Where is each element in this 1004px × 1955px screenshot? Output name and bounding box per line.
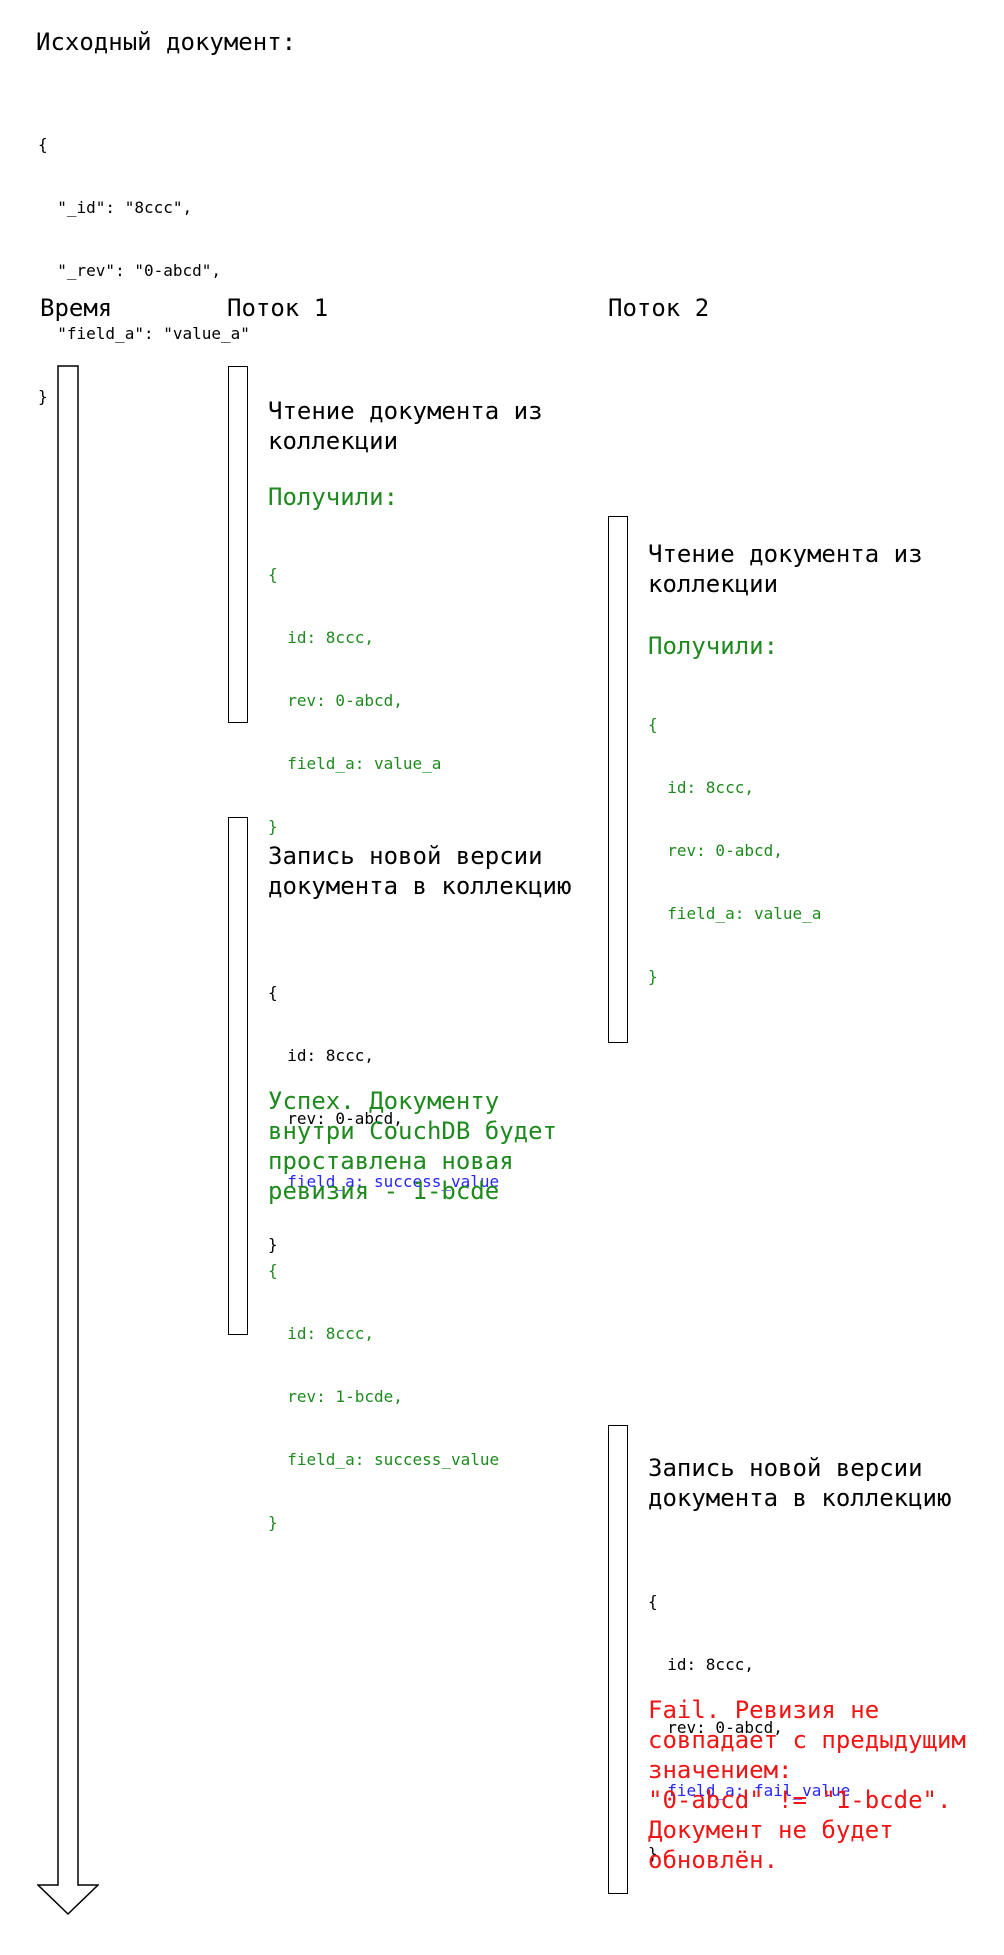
code-line: field_a: success_value [268,1450,500,1469]
code-line: } [38,387,48,406]
thread1-write-success-text: Успех. Документу внутри CouchDB будет пр… [268,1087,557,1205]
thread1-write-result-code: { id: 8ccc, rev: 1-bcde, field_a: succes… [268,1218,499,1575]
thread1-read-result-label: Получили: [268,483,399,511]
code-line: { [268,983,278,1002]
thread2-activation-bar-write [608,1425,628,1894]
code-line: rev: 0-abcd, [268,1109,403,1128]
thread2-read-result-label: Получили: [648,632,779,660]
code-line: { [38,135,48,154]
code-line: } [268,817,278,836]
code-line: id: 8ccc, [268,1046,374,1065]
code-line: field_a: value_a [648,904,822,923]
code-line: "_id": "8ccc", [38,198,193,217]
code-line: rev: 0-abcd, [648,1718,783,1737]
thread2-write-request-code: { id: 8ccc, rev: 0-abcd, field_a: fail_v… [648,1549,850,1906]
thread1-write-action-text: Запись новой версии документа в коллекци… [268,842,572,900]
code-line: { [648,715,658,734]
thread1-activation-bar-read [228,366,248,723]
thread1-read-action-text: Чтение документа из коллекции [268,397,543,455]
code-line-changed-field: field_a: fail_value [648,1781,851,1800]
thread2-read-action-text: Чтение документа из коллекции [648,540,923,598]
code-line: } [268,1513,278,1532]
thread1-activation-bar-write [228,817,248,1335]
code-line: } [268,1235,278,1254]
initial-document-code: { "_id": "8ccc", "_rev": "0-abcd", "fiel… [38,92,250,449]
code-line: rev: 1-bcde, [268,1387,403,1406]
code-line: "_rev": "0-abcd", [38,261,222,280]
thread1-label: Поток 1 [227,294,329,322]
code-line: id: 8ccc, [268,1324,374,1343]
code-line: { [268,1261,278,1280]
thread2-read-result-code: { id: 8ccc, rev: 0-abcd, field_a: value_… [648,672,821,1029]
thread2-activation-bar-read [608,516,628,1043]
code-line: } [648,967,658,986]
code-line: id: 8ccc, [268,628,374,647]
time-arrow [37,365,99,1916]
thread1-write-request-code: { id: 8ccc, rev: 0-abcd, field_a: succes… [268,940,499,1297]
code-line: "field_a": "value_a" [38,324,250,343]
diagram-title: Исходный документ: [36,28,297,56]
code-line: { [268,565,278,584]
code-line: id: 8ccc, [648,778,754,797]
thread2-write-action-text: Запись новой версии документа в коллекци… [648,1454,952,1512]
code-line: id: 8ccc, [648,1655,754,1674]
code-line: { [648,1592,658,1611]
thread2-write-fail-text: Fail. Ревизия не совпадает с предыдущим … [648,1696,966,1874]
code-line: } [648,1844,658,1863]
code-line: rev: 0-abcd, [268,691,403,710]
thread1-read-result-code: { id: 8ccc, rev: 0-abcd, field_a: value_… [268,522,441,879]
code-line: rev: 0-abcd, [648,841,783,860]
code-line: field_a: value_a [268,754,442,773]
thread2-label: Поток 2 [608,294,710,322]
code-line-changed-field: field_a: success_value [268,1172,500,1191]
time-axis-label: Время [40,294,113,322]
